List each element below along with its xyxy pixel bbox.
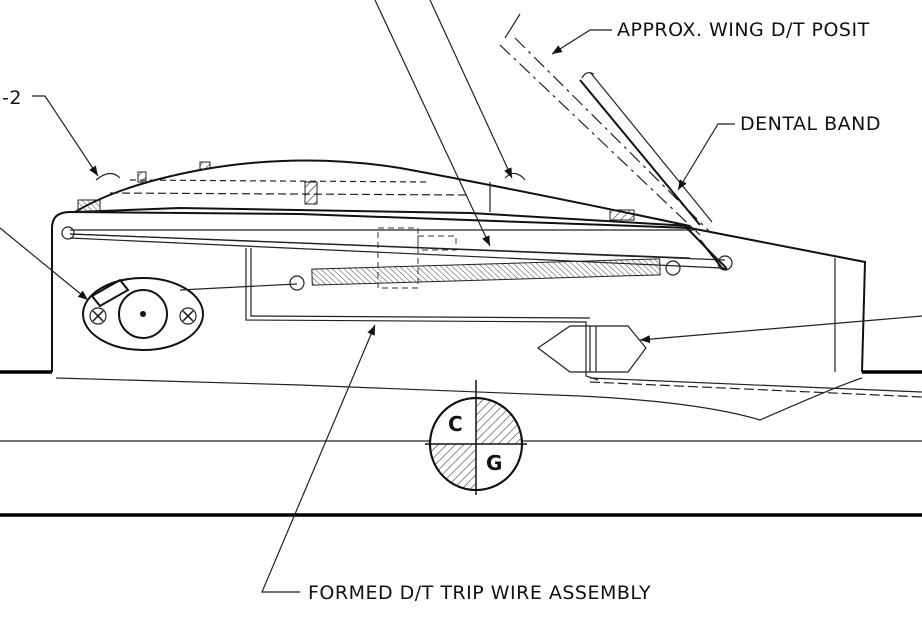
screw-right-icon [179,307,197,325]
part-ref-label: -2 [2,87,22,109]
cg-label-bottom: G [486,451,502,475]
cg-label-top: C [448,412,463,436]
wing-dt-position [499,13,713,236]
trip-wire [245,248,599,381]
dental-band-label: DENTAL BAND [740,113,881,135]
wing-dt-position-label: APPROX. WING D/T POSIT [617,19,870,41]
wing-section [74,159,691,227]
cg-symbol: C G [425,380,527,495]
dt-spring [61,226,726,291]
dashed-block [377,227,457,289]
trip-wire-label: FORMED D/T TRIP WIRE ASSEMBLY [308,582,651,604]
leader-lines [0,0,922,593]
timer-mount [82,277,298,351]
screw-left-icon [89,307,107,325]
diamond-fitting [536,325,647,373]
